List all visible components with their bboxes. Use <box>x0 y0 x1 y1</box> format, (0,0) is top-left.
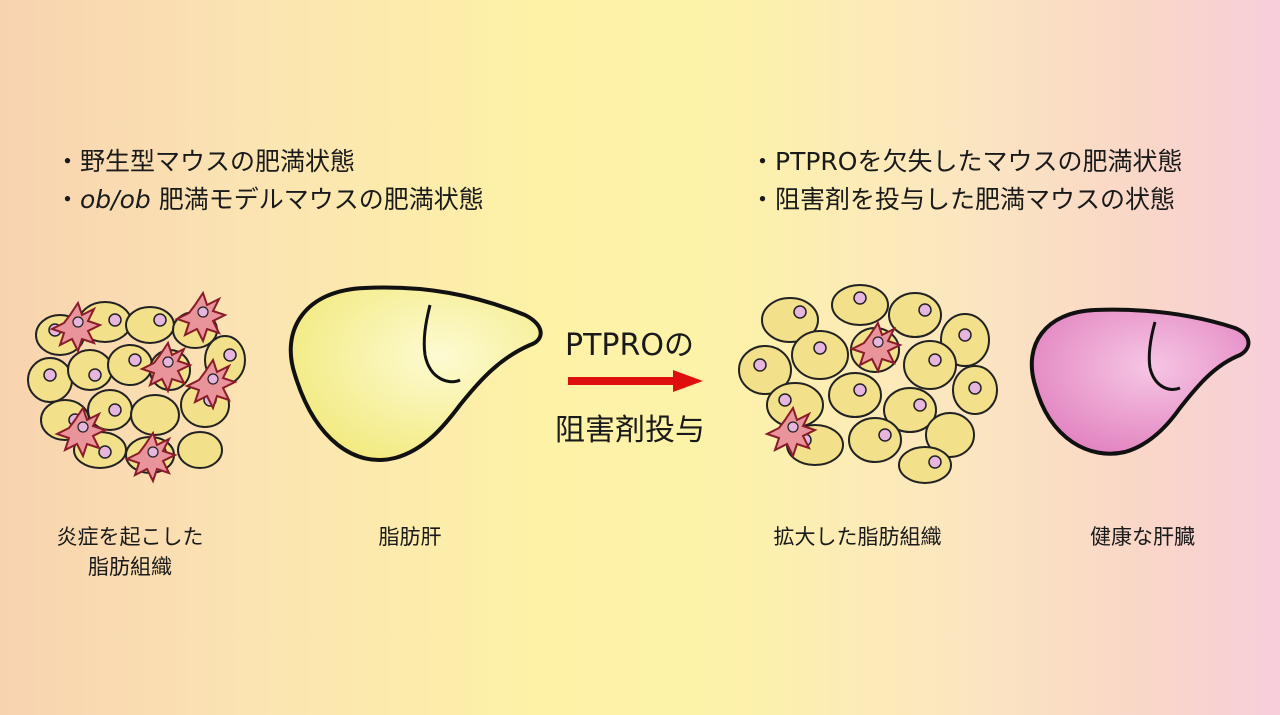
treatment-arrow <box>568 370 703 392</box>
left-condition-list: ・野生型マウスの肥満状態 ・ob/ob 肥満モデルマウスの肥満状態 <box>55 143 484 219</box>
caption-inflamed-line-1: 炎症を起こした <box>56 525 204 549</box>
right-condition-list: ・PTPROを欠失したマウスの肥満状態 ・阻害剤を投与した肥満マウスの状態 <box>750 143 1182 219</box>
left-bullet-1: ・野生型マウスの肥満状態 <box>55 147 356 176</box>
expanded-adipose-tissue-illustration <box>738 284 998 484</box>
treatment-line-1: PTPROの <box>565 328 694 363</box>
healthy-liver-illustration <box>1029 307 1251 456</box>
ob-ob-term: ob/ob <box>80 185 151 214</box>
caption-expanded-adipose-tissue: 拡大した脂肪組織 <box>773 525 942 549</box>
inflamed-adipose-tissue-illustration <box>27 290 246 484</box>
caption-inflamed-line-2: 脂肪組織 <box>88 555 172 579</box>
fatty-liver-illustration <box>288 285 543 462</box>
treatment-line-2: 阻害剤投与 <box>555 413 705 448</box>
caption-inflamed-adipose-tissue: 炎症を起こした 脂肪組織 <box>40 522 220 582</box>
bullet-mark: ・ <box>55 185 81 214</box>
left-bullet-2-rest: 肥満モデルマウスの肥満状態 <box>150 185 484 214</box>
right-bullet-1: ・PTPROを欠失したマウスの肥満状態 <box>750 147 1183 176</box>
right-bullet-2: ・阻害剤を投与した肥満マウスの状態 <box>750 185 1176 214</box>
caption-healthy-liver: 健康な肝臓 <box>1090 525 1195 549</box>
caption-fatty-liver: 脂肪肝 <box>378 525 442 549</box>
left-bullet-2: ・ob/ob 肥満モデルマウスの肥満状態 <box>55 181 484 219</box>
